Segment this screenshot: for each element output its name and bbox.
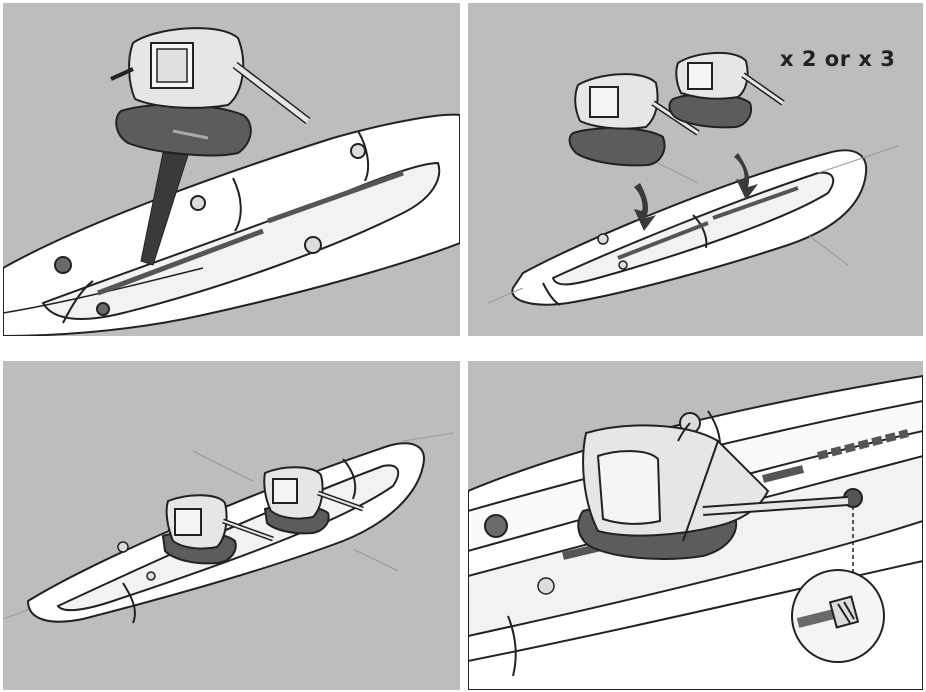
step-4-illustration	[468, 361, 923, 690]
valve-icon	[191, 196, 205, 210]
buckle-detail-icon	[792, 570, 884, 662]
valve-icon	[619, 261, 627, 269]
step-3-illustration	[3, 361, 460, 690]
panel-step-3	[3, 361, 460, 690]
valve-icon	[305, 237, 321, 253]
panel-step-4	[468, 361, 923, 690]
seat-base	[116, 105, 251, 156]
panel-step-2: x 2 or x 3	[468, 3, 923, 336]
valve-icon	[598, 234, 608, 244]
valve-icon	[118, 542, 128, 552]
valve-icon	[351, 144, 365, 158]
valve-icon	[97, 303, 109, 315]
seat-icon	[669, 53, 783, 127]
valve-icon	[55, 257, 71, 273]
panel-step-1	[3, 3, 460, 336]
valve-icon	[147, 572, 155, 580]
quantity-label: x 2 or x 3	[780, 47, 895, 71]
step-1-illustration	[3, 3, 460, 336]
valve-icon	[485, 515, 507, 537]
valve-icon	[538, 578, 554, 594]
